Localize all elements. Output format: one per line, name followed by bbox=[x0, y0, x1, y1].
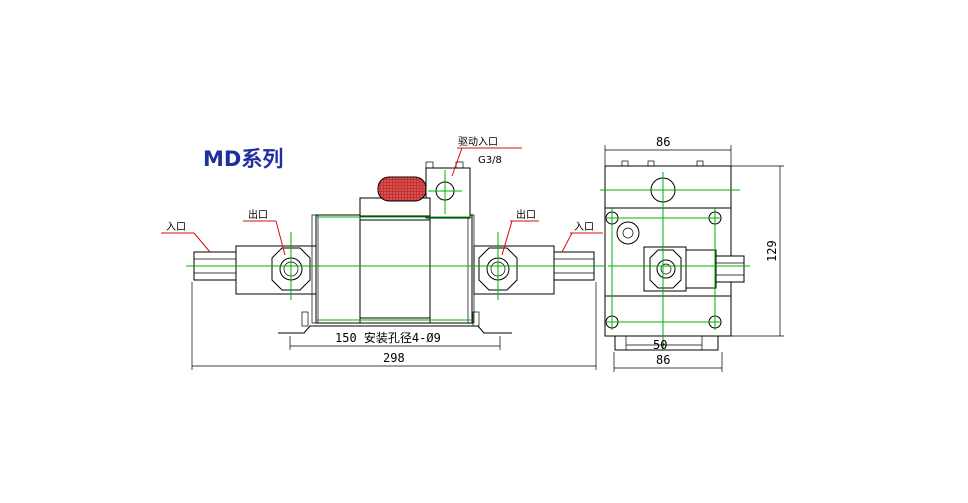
side-height-dimension: 129 bbox=[765, 240, 779, 262]
side-pipe bbox=[715, 255, 745, 283]
series-title: MD系列 bbox=[203, 147, 283, 171]
front-dimensions: 150 安装孔径4-Ø9 298 bbox=[191, 282, 597, 370]
side-width-top-dimension: 86 bbox=[656, 135, 670, 149]
side-view bbox=[600, 160, 750, 351]
overall-length-dimension: 298 bbox=[383, 351, 405, 365]
mounting-base bbox=[278, 325, 512, 334]
thread-spec-label: G3/8 bbox=[478, 155, 502, 166]
right-inlet-label: 入口 bbox=[574, 222, 594, 233]
side-dimensions: 86 129 50 86 bbox=[604, 135, 784, 372]
side-small-fitting bbox=[616, 221, 640, 245]
mount-dimension: 150 安装孔径4-Ø9 bbox=[335, 330, 441, 345]
side-base-inner-dimension: 50 bbox=[653, 338, 667, 352]
muffler bbox=[377, 176, 427, 202]
right-outlet-label: 出口 bbox=[516, 208, 536, 221]
front-view bbox=[186, 161, 604, 334]
main-pump-body bbox=[315, 214, 473, 324]
left-inlet-label: 入口 bbox=[166, 222, 186, 233]
left-outlet-label: 出口 bbox=[248, 208, 268, 221]
side-base-width-dimension: 86 bbox=[656, 353, 670, 367]
drive-inlet-label: 驱动入口 bbox=[458, 136, 498, 148]
front-labels: 驱动入口 G3/8 入口 出口 出口 入口 bbox=[161, 136, 603, 256]
